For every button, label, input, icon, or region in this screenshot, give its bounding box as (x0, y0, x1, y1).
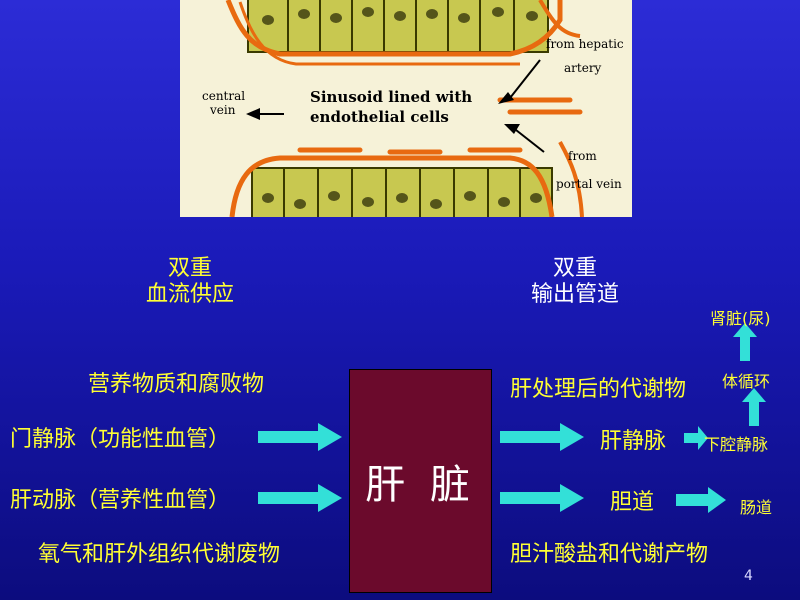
hepatic-artery-label-line2: artery (564, 61, 602, 75)
portal-vein-label-line1: from (568, 149, 597, 163)
right-header-line2: 输出管道 (530, 282, 619, 307)
ivc-label: 下腔静脉 (704, 435, 769, 454)
right-header-line1: 双重 (552, 256, 597, 281)
central-vein-label-line1: central (202, 89, 245, 103)
to-intestine-arrow-icon (676, 487, 726, 513)
portal-content-label: 营养物质和腐败物 (88, 372, 265, 397)
bile-content-label: 胆汁酸盐和代谢产物 (510, 542, 709, 567)
portal-flow-arrow-icon (504, 124, 545, 153)
liver-label: 肝 脏 (365, 462, 476, 508)
processed-metabolites-label: 肝处理后的代谢物 (510, 377, 687, 402)
portal-vein-label: 门静脉（功能性血管） (10, 427, 231, 452)
left-header: 双重 血流供应 (130, 256, 250, 308)
to-bile-duct-arrow-icon (500, 484, 584, 512)
central-vein-arrow-icon (246, 108, 284, 120)
sinusoid-label-line2: endothelial cells (310, 108, 449, 126)
intestine-label: 肠道 (740, 498, 773, 517)
sinusoid-label-line1: Sinusoid lined with (310, 88, 472, 106)
artery-content-label: 氧气和肝外组织代谢废物 (38, 542, 281, 567)
top-cell-row (247, 0, 549, 53)
bottom-cell-row (251, 167, 553, 217)
hepatic-artery-label: 肝动脉（营养性血管） (10, 488, 231, 513)
left-header-line1: 双重 (167, 256, 212, 281)
sinusoid-illustration: central vein Sinusoid lined with endothe… (180, 0, 632, 217)
hepatic-vein-label: 肝静脉 (600, 429, 667, 454)
to-ivc-arrow-icon (684, 426, 708, 450)
kidney-label: 肾脏(尿) (710, 309, 771, 328)
central-vein-label-line2: vein (209, 103, 236, 117)
artery-flow-arrow-icon (498, 59, 541, 104)
portal-vein-arrow-icon (258, 423, 342, 451)
page-number: 4 (744, 568, 753, 584)
systemic-circulation-label: 体循环 (722, 372, 771, 391)
liver-box: 肝 脏 (349, 369, 492, 593)
left-header-line2: 血流供应 (145, 282, 234, 307)
hepatic-artery-label-line1: from hepatic (546, 37, 624, 51)
bile-duct-label: 胆道 (610, 490, 655, 515)
to-hepatic-vein-arrow-icon (500, 423, 584, 451)
systemic-up-arrow-icon (733, 323, 757, 361)
right-header: 双重 输出管道 (510, 256, 640, 308)
ivc-up-arrow-icon (742, 388, 766, 426)
hepatic-artery-arrow-icon (258, 484, 342, 512)
portal-vein-label-line2: portal vein (556, 177, 622, 191)
